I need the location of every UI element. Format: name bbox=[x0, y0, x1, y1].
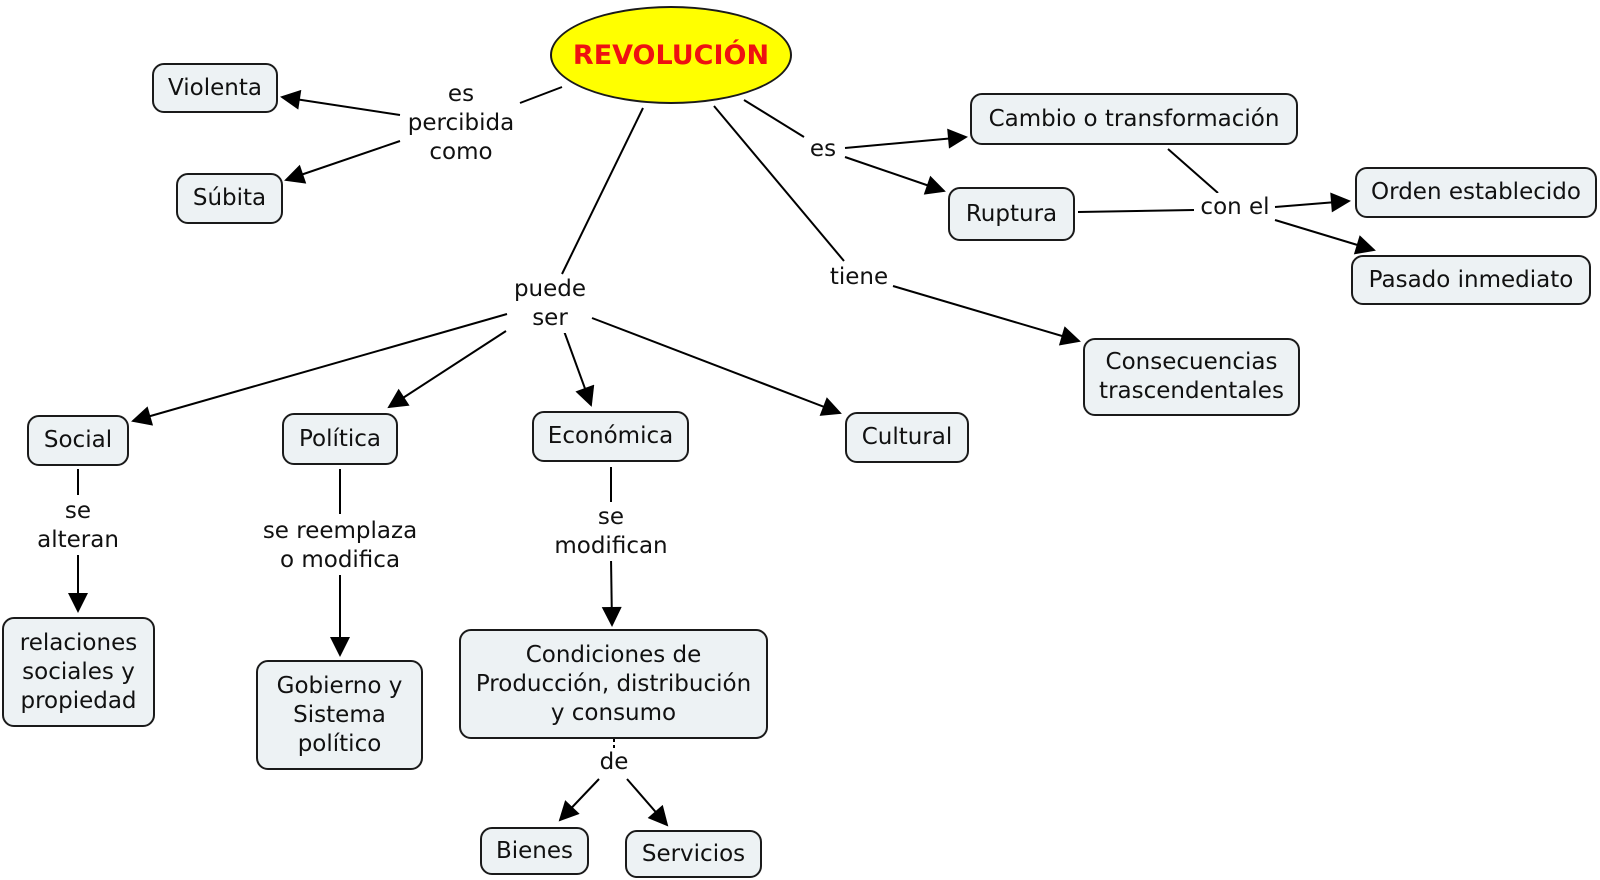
node-relaciones: relaciones sociales y propiedad bbox=[2, 617, 155, 727]
edge-root-percibida bbox=[519, 86, 563, 104]
node-servicios: Servicios bbox=[625, 830, 762, 878]
node-violenta: Violenta bbox=[152, 63, 278, 113]
node-condiciones: Condiciones de Producción, distribución … bbox=[459, 629, 768, 739]
edge-es-cambio bbox=[844, 128, 968, 149]
node-politica: Política bbox=[282, 413, 398, 465]
edge-percibida-subita bbox=[284, 140, 401, 184]
edge-puedeser-economica bbox=[563, 330, 595, 407]
edge-cambio-conel bbox=[1167, 148, 1219, 194]
node-gobierno: Gobierno y Sistema político bbox=[256, 660, 423, 770]
edge-semodifican-condiciones bbox=[601, 557, 622, 627]
link-se-reemplaza: se reemplaza o modifica bbox=[260, 517, 420, 575]
link-tiene: tiene bbox=[827, 263, 891, 292]
node-orden: Orden establecido bbox=[1355, 167, 1597, 218]
link-es-percibida-como: es percibida como bbox=[405, 80, 517, 167]
node-economica: Económica bbox=[532, 411, 689, 462]
edge-puedeser-social bbox=[131, 313, 508, 426]
node-cambio: Cambio o transformación bbox=[970, 93, 1298, 145]
link-se-modifican: se modifican bbox=[552, 503, 670, 561]
node-pasado: Pasado inmediato bbox=[1351, 255, 1591, 305]
node-subita: Súbita bbox=[176, 173, 283, 224]
edge-ruptura-conel bbox=[1077, 209, 1195, 213]
node-consecuencias: Consecuencias trascendentales bbox=[1083, 338, 1300, 416]
edge-root-puedeser bbox=[561, 107, 644, 275]
edge-de-servicios bbox=[626, 778, 669, 827]
edge-root-tiene bbox=[713, 105, 845, 262]
edge-tiene-consecuencias bbox=[892, 285, 1081, 346]
edge-es-ruptura bbox=[844, 156, 946, 195]
link-de: de bbox=[597, 748, 631, 777]
root-node-revolucion: REVOLUCIÓN bbox=[550, 6, 792, 104]
link-puede-ser: puede ser bbox=[511, 275, 589, 333]
link-se-alteran: se alteran bbox=[35, 497, 121, 555]
edge-conel-pasado bbox=[1274, 219, 1376, 255]
edge-conel-orden bbox=[1274, 192, 1351, 213]
link-con-el: con el bbox=[1198, 193, 1272, 222]
node-cultural: Cultural bbox=[845, 412, 969, 463]
node-social: Social bbox=[27, 415, 129, 466]
edge-root-es bbox=[743, 99, 805, 138]
edge-puedeser-politica bbox=[387, 330, 507, 409]
edge-de-bienes bbox=[558, 778, 600, 822]
node-ruptura: Ruptura bbox=[948, 187, 1075, 241]
edge-puedeser-cultural bbox=[591, 317, 842, 416]
edge-percibida-violenta bbox=[280, 89, 401, 116]
node-bienes: Bienes bbox=[480, 827, 589, 875]
link-es: es bbox=[807, 135, 839, 164]
